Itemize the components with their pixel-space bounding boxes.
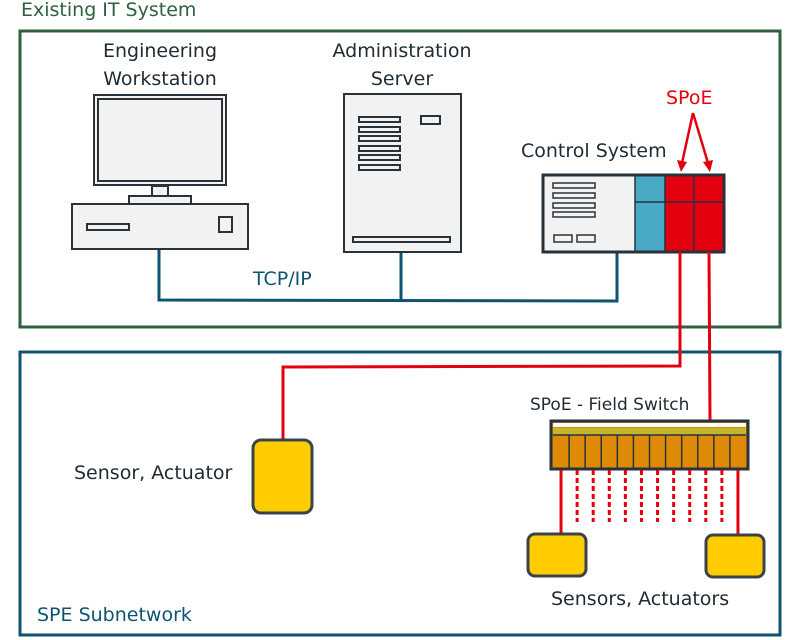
control-slot [552, 182, 596, 189]
monitor-screen [97, 98, 223, 182]
server-label-line1: Administration [332, 40, 472, 62]
power-button [218, 216, 233, 233]
field-switch-icon [549, 419, 750, 471]
spoe-line-to-switch [707, 251, 712, 421]
server-bay [358, 135, 401, 142]
switch-olive-bar [553, 428, 746, 435]
control-system-icon [541, 173, 726, 254]
drive-slot [86, 223, 130, 231]
server-bottom-slot [352, 236, 451, 243]
arrowhead-left [677, 160, 687, 172]
spoe-callout-arrows [677, 112, 713, 172]
server-indicator [420, 115, 441, 125]
tcpip-label: TCP/IP [253, 268, 312, 290]
workstation-label: Engineering Workstation [80, 37, 240, 93]
server-bay [358, 154, 401, 161]
monitor-base [128, 195, 192, 205]
arrowhead-right [703, 160, 713, 172]
spoe-callout-label: SPoE [666, 87, 713, 109]
sensor-right-icon [704, 533, 766, 579]
spoe-cabling [281, 251, 712, 440]
control-system-label: Control System [521, 140, 667, 162]
tcpip-bus-line [157, 249, 619, 303]
control-module-blue [635, 176, 665, 251]
control-port [553, 234, 573, 243]
server-label-line2: Server [370, 68, 434, 90]
control-port [576, 234, 596, 243]
spoe-line-to-sensor [281, 252, 682, 440]
server-label: Administration Server [322, 37, 482, 93]
control-slot [552, 202, 596, 209]
server-bay [358, 126, 401, 133]
workstation-label-line2: Workstation [103, 68, 217, 90]
server-icon [343, 93, 462, 253]
sensor-left-icon [526, 532, 588, 578]
multi-sensors-label: Sensors, Actuators [551, 588, 730, 610]
spe-subnetwork-frame [18, 350, 782, 637]
server-bay [358, 145, 401, 152]
monitor-neck [151, 185, 169, 197]
it-system-frame [18, 29, 782, 329]
single-sensor-label: Sensor, Actuator [74, 462, 233, 484]
tcpip-network [157, 249, 619, 303]
field-switch-label: SPoE - Field Switch [530, 395, 690, 415]
workstation-icon [71, 94, 249, 250]
switch-port-drops [559, 470, 740, 535]
server-bay [358, 116, 401, 123]
it-system-title: Existing IT System [21, 0, 197, 21]
server-bay [358, 164, 401, 171]
spe-subnetwork-title: SPE Subnetwork [37, 604, 192, 626]
workstation-label-line1: Engineering [103, 40, 217, 62]
single-sensor-icon [251, 438, 314, 515]
control-slot [552, 192, 596, 199]
control-slot [552, 211, 596, 218]
switch-top-strip [553, 423, 746, 427]
